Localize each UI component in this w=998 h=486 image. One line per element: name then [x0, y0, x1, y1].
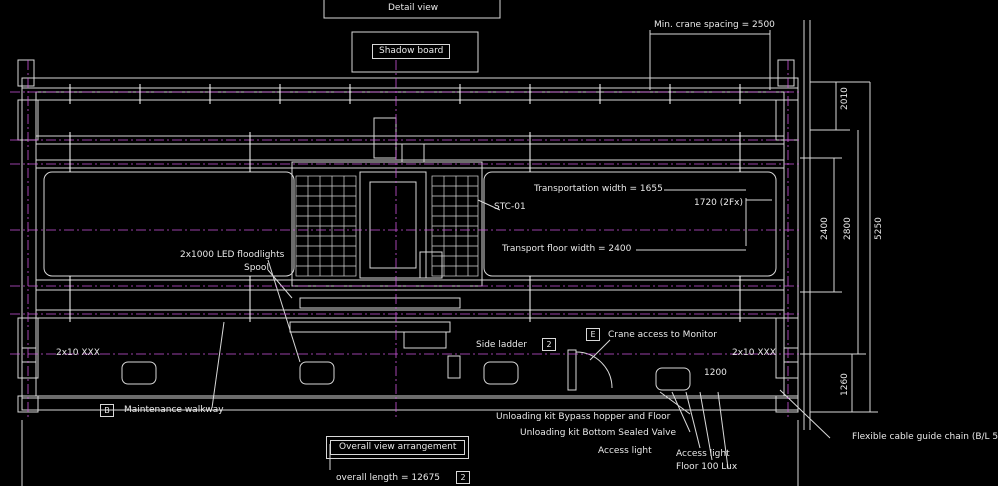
motor-pod — [655, 367, 691, 391]
dimension-note: 1720 (2Fx) — [694, 198, 744, 208]
overall-length-dim: overall length = 12675 — [336, 473, 441, 483]
dim-1200: 1200 — [704, 368, 727, 378]
lamp-info: Floor 100 Lux — [676, 462, 738, 472]
motor-pod — [299, 361, 335, 385]
crane-outer-frame — [21, 77, 799, 411]
tag-d: B — [100, 404, 114, 417]
panel-right-label: 2x10 XXX — [732, 348, 776, 358]
motor-pod — [483, 361, 519, 385]
cable-chain-note: Flexible cable guide chain (B/L 5) — [852, 432, 998, 442]
trolley-lights-label: 2x1000 LED floodlights — [180, 250, 285, 260]
maintenance-walkway-label: Maintenance walkway — [124, 405, 224, 415]
min-crane-spacing-dim: Min. crane spacing = 2500 — [654, 20, 775, 30]
dim-right-1: 2010 — [840, 87, 850, 110]
tag-b: 2 — [542, 338, 556, 351]
trolley-lights-sublabel: Spool — [244, 263, 269, 273]
shadow-board-frame — [351, 31, 479, 73]
panel-left-label: 2x10 XXX — [56, 348, 100, 358]
trolley-frame — [291, 161, 483, 287]
catwalk-note-2: Unloading kit Bottom Sealed Valve — [520, 428, 676, 438]
overall-view-title: Overall view arrangement — [325, 436, 470, 459]
catwalk-note-1: Unloading kit Bypass hopper and Floor — [496, 412, 671, 422]
access-light-label: Access light — [598, 446, 652, 456]
dim-right-5: 1260 — [840, 373, 850, 396]
transportation-width-label: Transportation width = 1655 — [534, 184, 663, 194]
shadow-board-title: Shadow board — [372, 44, 451, 59]
tag-c: 2 — [456, 471, 470, 484]
dim-right-3: 2800 — [843, 217, 853, 240]
dim-right-4: 5250 — [874, 217, 884, 240]
crane-access-label: Crane access to Monitor — [608, 330, 717, 340]
detail-view-frame — [323, 0, 501, 19]
lamp-header: Access light — [676, 449, 730, 459]
side-ladder-label: Side ladder — [476, 340, 528, 350]
crane-inner-frame — [35, 91, 785, 397]
dim-right-2: 2400 — [820, 217, 830, 240]
motor-pod — [121, 361, 157, 385]
tag-e: E — [586, 328, 600, 341]
stc-label: STC-01 — [494, 202, 526, 212]
detail-view-title: Detail view — [388, 3, 439, 13]
transport-floor-width-label: Transport floor width = 2400 — [502, 244, 632, 254]
